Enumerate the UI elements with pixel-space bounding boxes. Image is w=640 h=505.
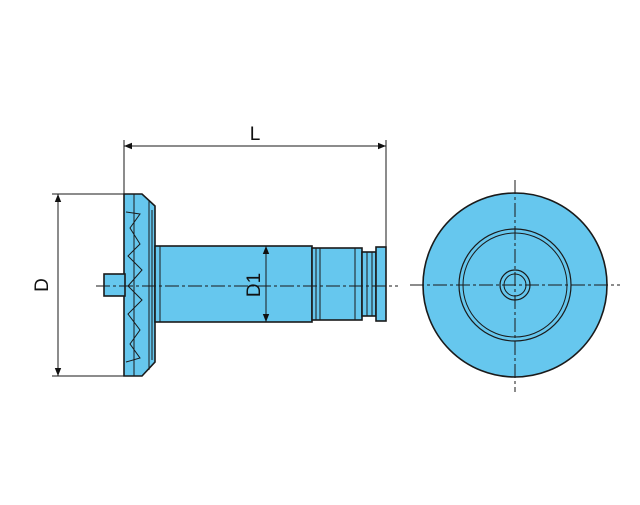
length-dimension: [123, 140, 387, 247]
diameter-dimension: [52, 193, 124, 377]
shaft-diameter-label: D1: [244, 273, 265, 297]
groove-body: [361, 251, 377, 317]
left-stub: [103, 273, 126, 297]
end-cap: [375, 246, 387, 322]
length-label: L: [250, 124, 261, 145]
side-view-details: [125, 194, 373, 376]
diameter-label: D: [32, 278, 53, 292]
front-centerlines: [410, 180, 620, 392]
shaft: [154, 245, 313, 323]
